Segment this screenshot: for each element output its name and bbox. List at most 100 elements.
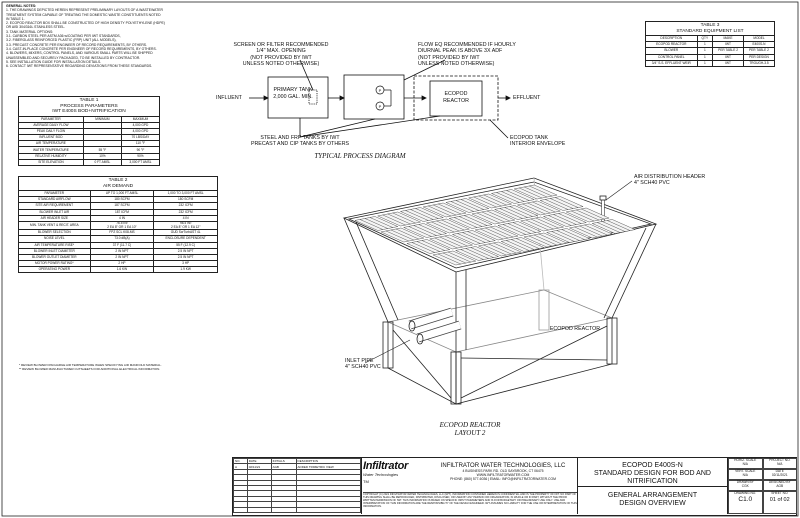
process-diagram-title: TYPICAL PROCESS DIAGRAM [314,152,406,160]
reactor-line: ECOPOD [444,91,468,97]
flow-eq-note-line: UNLESS NOTED OTHERWISE) [418,60,495,67]
screen-note-line: UNLESS NOTED OTHERWISE) [242,60,320,67]
ecopod-module-fin [561,229,585,240]
ecopod-module-fin [576,209,600,221]
ecopod-module-fin [382,214,406,226]
ecopod-module-fin [507,223,531,234]
ecopod-module-fin [481,211,505,223]
ecopod-module-fin [434,237,458,249]
ecopod-module-grid [354,184,636,266]
ecopod-module-fin [454,217,478,228]
ecopod-module-fin [460,249,484,260]
general-note-line: 3.4. CAST-IN-PLACE CONCRETE PER ENGINEER… [6,46,157,51]
general-notes-lines: 1. THE DRAWINGS DEPICTED HEREIN REPRESEN… [6,8,202,68]
ecopod-module-fin [553,214,577,225]
ecopod-module-fin [550,198,574,209]
screen-note-line: 1/4" MAX. OPENING [256,48,306,55]
layout-title-2: LAYOUT 2 [454,429,486,437]
ecopod-module-fin [584,224,608,236]
table3-cell: TROUGH-3.5 [743,59,775,67]
pump-symbols [375,85,392,111]
designed-by-cell: DESIGNED BY AGB [762,480,797,491]
general-note-line: TREATMENT SYSTEM CAPABLE OF TREATING THE… [6,12,161,17]
general-note-line: UNASSEMBLED AND SECURELY PACKAGED, TO BE… [6,55,141,60]
ecopod-module-fin [459,216,483,227]
ecopod-module-fin [483,194,507,206]
revision-cell-blank [270,506,297,513]
ecopod-module-fin [395,228,419,240]
ecopod-module-fin [390,229,414,241]
general-note-line: 3.1. CARBON STEEL PER ASTM A36 w/COATING… [6,34,121,39]
table2-footnotes: * REVIEW BLOWER DISCHARGE AIR TEMPERATUR… [19,363,162,372]
ecopod-module-fin [442,252,466,264]
ecopod-module-fin [579,225,603,237]
vert-scale-cell: VERT. SCALE N/A [728,469,763,480]
ecopod-module-fin [493,242,517,254]
ecopod-module-fin [428,205,452,217]
ecopod-module-fin [558,213,582,224]
ecopod-module-fin [405,210,429,221]
designed-by-value: AGB [776,483,784,488]
general-note-line: IN TABLE 1. [6,16,25,21]
table2-footnote: * REVIEW BLOWER DISCHARGE AIR TEMPERATUR… [19,363,162,367]
revision-cell-blank [295,506,362,513]
logo-subtitle: Water Technologies [363,472,399,477]
vert-scale-label: VERT. SCALE [735,469,756,473]
drawing-no-value: C1.0 [738,495,753,503]
process-diagram-lines [249,59,511,139]
table1-title1: TABLE 1 [79,98,99,103]
general-note-line: 5. SEE INSTALLATION GUIDE FOR INSTALLATI… [6,59,102,64]
general-note-line: 4. BLOWERS, MIXERS, CONTROL PANELS, AND … [6,51,153,56]
vert-scale-value: N/A [742,472,748,477]
ecopod-module-fin [535,217,559,229]
table3-title1: TABLE 3 [700,23,720,28]
ecopod-module-fin [408,226,432,237]
ecopod-module-fin [532,201,556,213]
table3-title2: STANDARD EQUIPMENT LIST [676,28,744,34]
ecopod-module-fin [511,239,535,250]
date-label: DATE [775,469,784,473]
sheet-no-value: 01 of 02 [769,496,790,503]
ecopod-module-fin [369,217,393,228]
table2-cell: MIN. TANK VENT & RECIT. AREA [18,220,91,231]
ecopod-module-fin [462,232,486,243]
ecopod-module-fin [464,215,488,226]
ecopod-module-fin [480,228,504,240]
table1-caption: TABLE 1 PROCESS PARAMETERS IWT E400S BOD… [18,96,160,117]
horiz-scale-cell: HORIZ. SCALE N/A [728,458,763,469]
table2-cell: 1.6 KW [89,266,155,274]
ecopod-module-fin [525,219,549,231]
logo-wordmark: Infiltrator [363,460,408,472]
ecopod-module-fin [418,224,442,235]
drawing-no-cell: DRAWING NO. C1.0 [728,491,763,514]
flow-eq-note-line: FLOW EQ RECOMMENDED IF HOURLY [418,42,516,48]
ecopod-module-fin [529,185,553,197]
ecopod-module-fin [457,233,481,244]
general-note-line: OR AISI 304/316L STAINLESS STEEL. [6,25,66,30]
logo-mark: TM [363,479,369,484]
company-info: INFILTRATOR WATER TECHNOLOGIES, LLC 4 BU… [429,460,577,492]
ecopod-module-fin [467,231,491,242]
flow-eq-note-line: DIURNAL PEAK IS ABOVE 3x ADF [418,48,503,55]
sheet-no-label: SHEET NO. [771,491,789,495]
ecopod-module-fin [392,212,416,224]
ecopod-module-fin [460,199,484,210]
ecopod-module-fin [538,233,562,245]
general-notes: GENERAL NOTES: 1. THE DRAWINGS DEPICTED … [6,4,202,68]
general-note-line: 3.2. FIBERGLASS REINFORCED PLASTIC (FRP)… [6,38,117,43]
ecopod-module-fin [502,224,526,235]
ecopod-module-fin [438,203,462,215]
ecopod-module-fin [509,206,533,217]
drawing-title-line4: DESIGN OVERVIEW [619,500,686,507]
